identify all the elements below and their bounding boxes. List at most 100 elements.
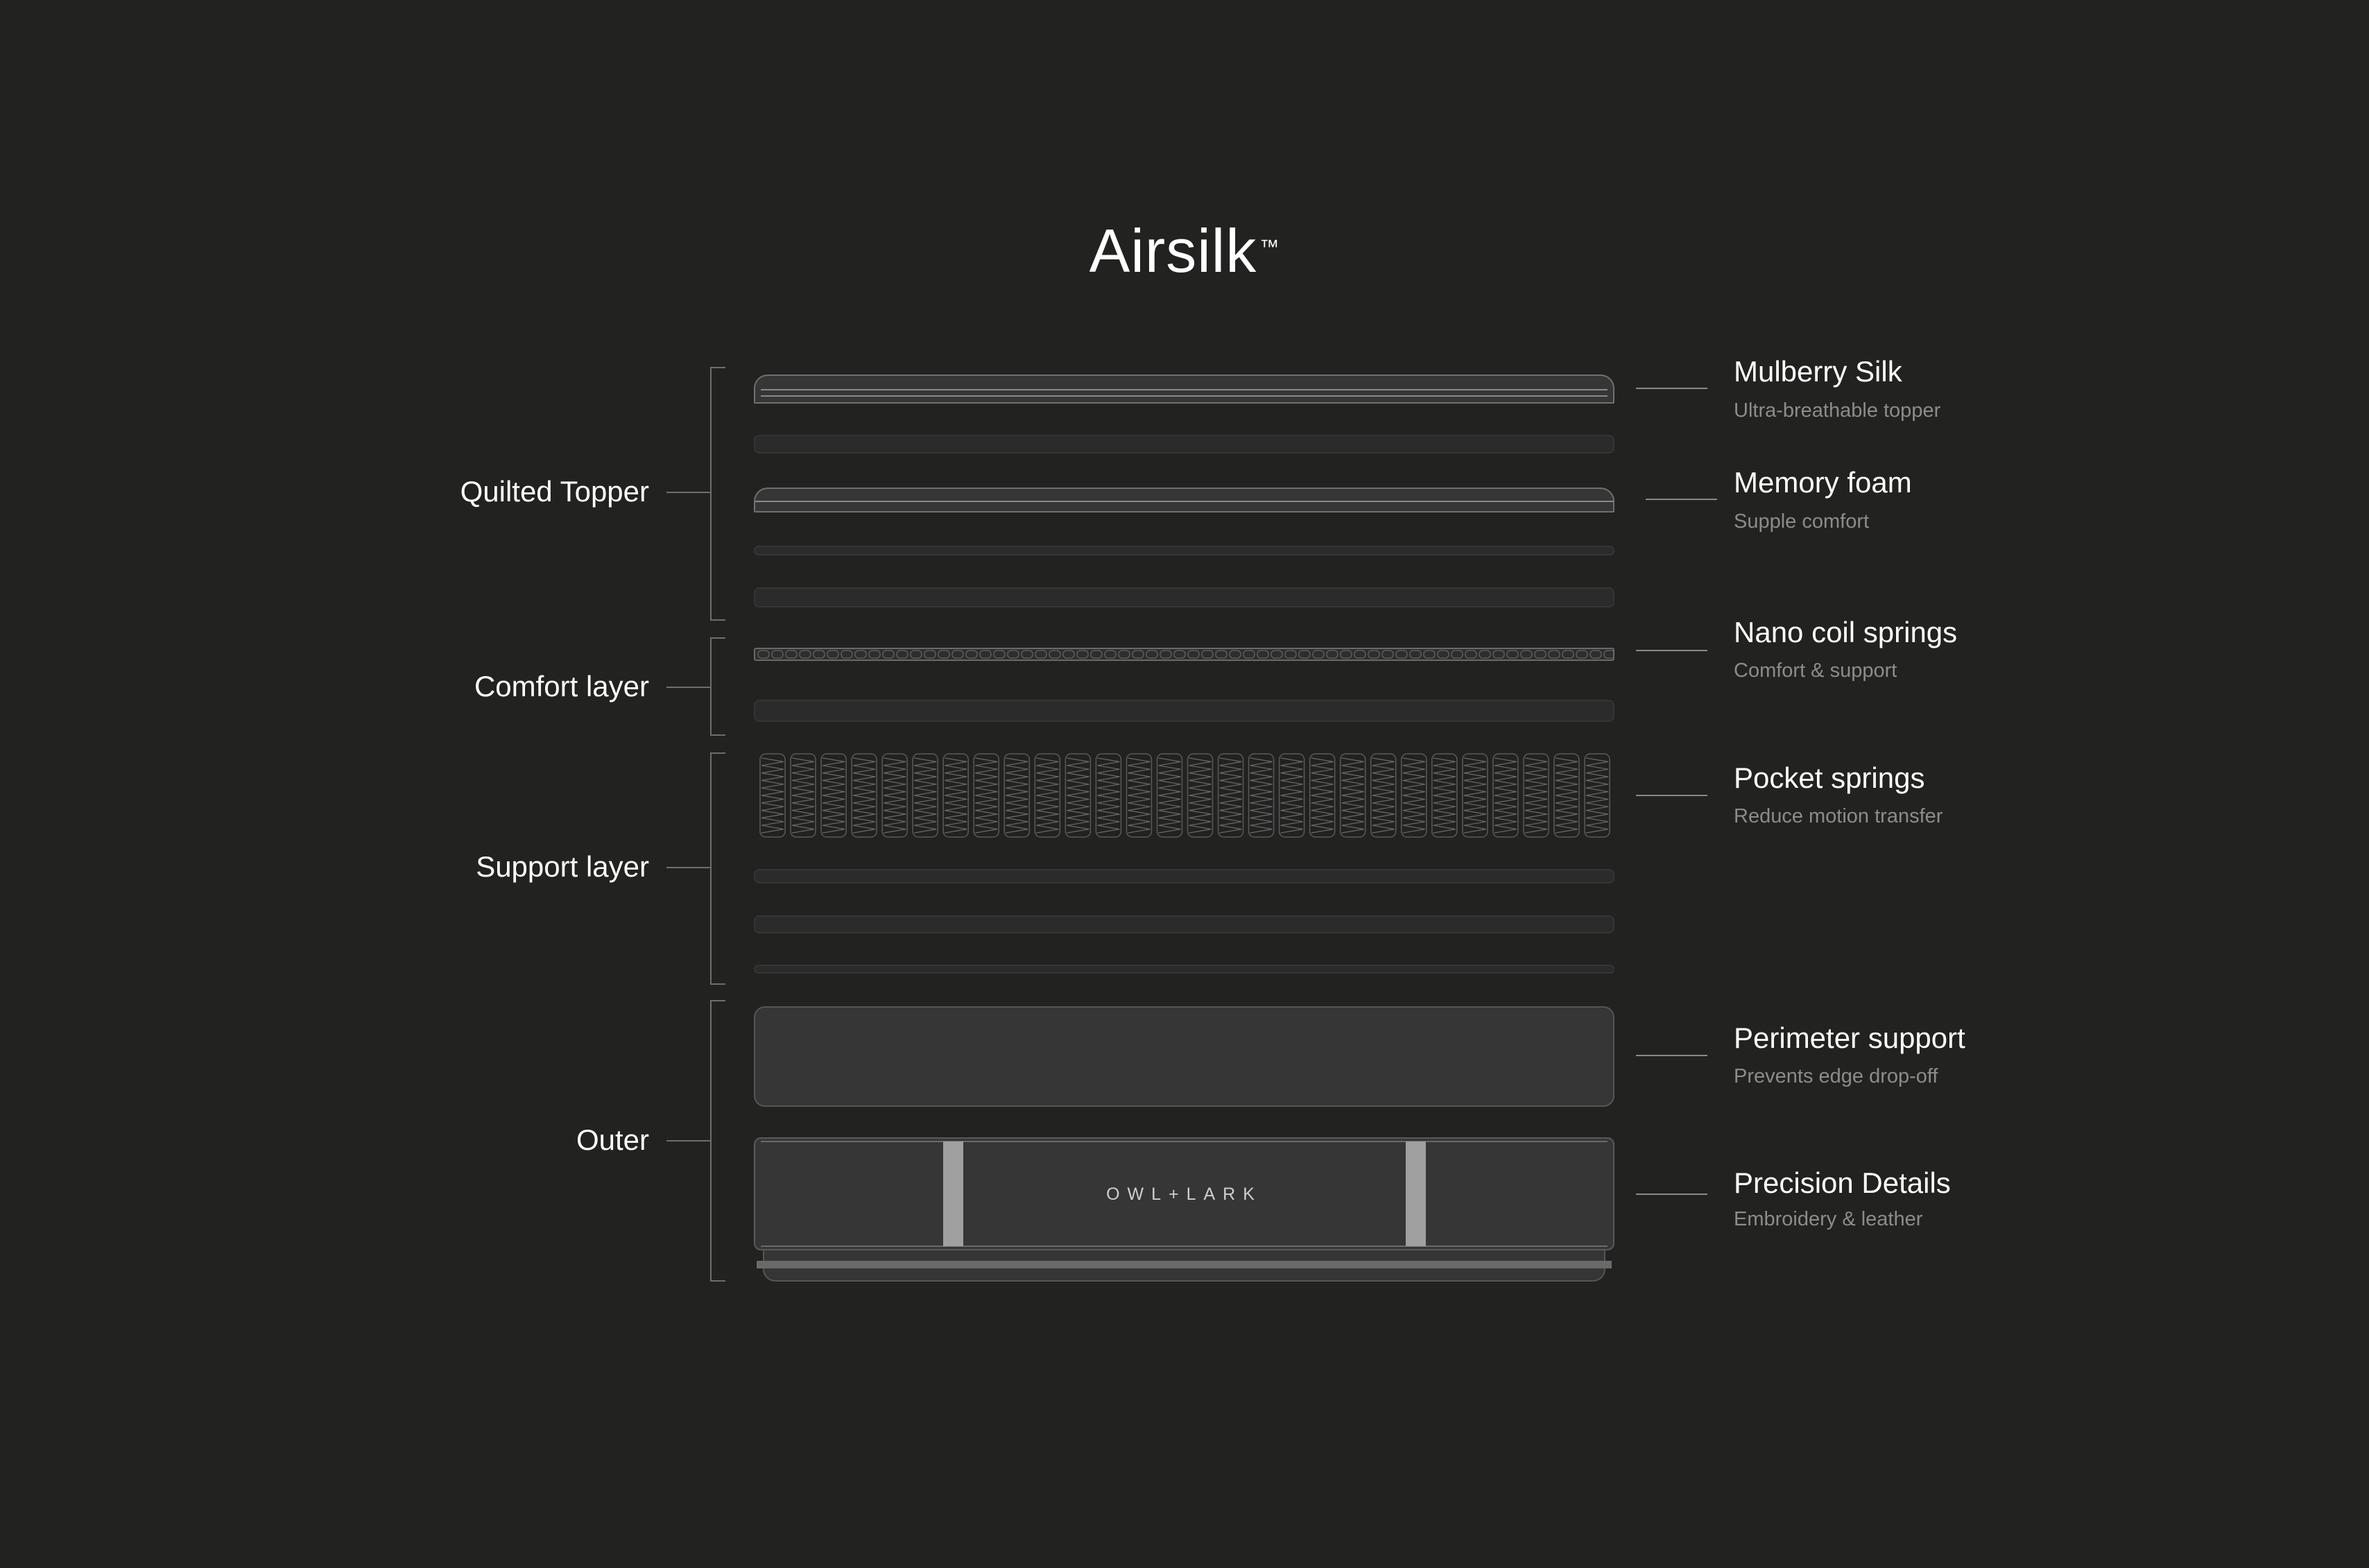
bracket-support-layer bbox=[710, 752, 725, 985]
pocket-spring bbox=[851, 753, 877, 838]
nano-coil bbox=[1146, 650, 1158, 659]
pocket-spring bbox=[790, 753, 816, 838]
nano-coil bbox=[1160, 650, 1172, 659]
group-label-comfort-layer: Comfort layer bbox=[474, 670, 649, 703]
nano-coil bbox=[1381, 650, 1394, 659]
feature-title-precision-details: Precision Details bbox=[1734, 1166, 1951, 1199]
nano-coil bbox=[1187, 650, 1200, 659]
stitch-line bbox=[761, 1246, 1608, 1247]
nano-coil bbox=[841, 650, 853, 659]
nano-coil bbox=[924, 650, 936, 659]
bracket-quilted-topper bbox=[710, 367, 725, 621]
nano-coil bbox=[1354, 650, 1366, 659]
nano-coil bbox=[1215, 650, 1227, 659]
feature-subtitle: Ultra-breathable topper bbox=[1734, 399, 1941, 422]
nano-coil bbox=[1534, 650, 1547, 659]
bracket-tick bbox=[666, 687, 710, 688]
pocket-spring bbox=[973, 753, 1000, 838]
nano-coil bbox=[1368, 650, 1380, 659]
nano-coil bbox=[1229, 650, 1241, 659]
nano-coil bbox=[1243, 650, 1255, 659]
nano-coil bbox=[1035, 650, 1047, 659]
nano-coil bbox=[979, 650, 992, 659]
nano-coil bbox=[1590, 650, 1602, 659]
nano-coil bbox=[868, 650, 881, 659]
nano-coil-pattern bbox=[757, 650, 1613, 659]
pocket-spring bbox=[820, 753, 847, 838]
pocket-spring bbox=[1003, 753, 1031, 838]
feature-title-mulberry-silk: Mulberry Silk bbox=[1734, 355, 1902, 388]
nano-coil bbox=[1437, 650, 1449, 659]
nano-coil bbox=[1423, 650, 1436, 659]
layer-nano-coil-springs bbox=[754, 648, 1614, 661]
callout-line bbox=[1636, 795, 1707, 796]
nano-coil bbox=[1506, 650, 1519, 659]
nano-coil bbox=[938, 650, 950, 659]
pocket-spring bbox=[1187, 753, 1214, 838]
nano-coil bbox=[1007, 650, 1019, 659]
nano-coil bbox=[1562, 650, 1574, 659]
nano-coil bbox=[1132, 650, 1144, 659]
pocket-spring bbox=[1492, 753, 1519, 838]
layer-thin-foam bbox=[754, 546, 1614, 555]
callout-line bbox=[1636, 1055, 1707, 1056]
base-trim bbox=[757, 1261, 1612, 1268]
pocket-spring bbox=[912, 753, 938, 838]
nano-coil bbox=[827, 650, 839, 659]
nano-coil bbox=[813, 650, 825, 659]
nano-coil bbox=[965, 650, 978, 659]
nano-coil bbox=[1395, 650, 1408, 659]
nano-coil bbox=[1548, 650, 1560, 659]
nano-coil bbox=[1270, 650, 1283, 659]
pocket-spring bbox=[1034, 753, 1061, 838]
nano-coil bbox=[1409, 650, 1422, 659]
feature-subtitle: Reduce motion transfer bbox=[1734, 805, 1943, 827]
brand-embroidery: OWL+LARK bbox=[1106, 1184, 1262, 1204]
nano-coil bbox=[1284, 650, 1297, 659]
pocket-spring bbox=[881, 753, 908, 838]
leather-band bbox=[1406, 1141, 1426, 1246]
layer-mulberry-silk bbox=[754, 374, 1614, 404]
pocket-spring bbox=[1126, 753, 1153, 838]
nano-coil bbox=[1257, 650, 1269, 659]
pocket-spring bbox=[1217, 753, 1244, 838]
nano-coil bbox=[1298, 650, 1311, 659]
quilt-line bbox=[761, 389, 1608, 390]
nano-coil bbox=[771, 650, 784, 659]
pocket-spring bbox=[1339, 753, 1366, 838]
pocket-spring bbox=[1584, 753, 1610, 838]
bracket-comfort-layer bbox=[710, 637, 725, 736]
nano-coil bbox=[1340, 650, 1352, 659]
layer-divider bbox=[755, 501, 1613, 502]
nano-coil bbox=[1520, 650, 1533, 659]
product-name: Airsilk bbox=[1089, 216, 1257, 285]
nano-coil bbox=[757, 650, 770, 659]
bracket-outer bbox=[710, 1000, 725, 1282]
nano-coil bbox=[854, 650, 867, 659]
nano-coil bbox=[1118, 650, 1130, 659]
nano-coil bbox=[993, 650, 1006, 659]
feature-subtitle: Prevents edge drop-off bbox=[1734, 1065, 1938, 1087]
pocket-spring bbox=[1401, 753, 1427, 838]
feature-subtitle: Supple comfort bbox=[1734, 510, 1870, 533]
feature-title-pocket-springs: Pocket springs bbox=[1734, 761, 1925, 794]
nano-coil bbox=[1076, 650, 1089, 659]
nano-coil bbox=[1492, 650, 1505, 659]
nano-coil bbox=[1173, 650, 1186, 659]
nano-coil bbox=[1049, 650, 1061, 659]
nano-coil bbox=[1021, 650, 1033, 659]
layer-support-foam-2 bbox=[754, 915, 1614, 933]
nano-coil bbox=[1201, 650, 1214, 659]
bracket-tick bbox=[666, 867, 710, 868]
nano-coil bbox=[910, 650, 922, 659]
nano-coil bbox=[1603, 650, 1613, 659]
nano-coil bbox=[896, 650, 908, 659]
pocket-spring bbox=[1278, 753, 1305, 838]
feature-title-memory-foam: Memory foam bbox=[1734, 466, 1912, 499]
feature-subtitle: Comfort & support bbox=[1734, 660, 1897, 682]
nano-coil bbox=[1451, 650, 1463, 659]
pocket-spring bbox=[1462, 753, 1488, 838]
layer-precision-details: OWL+LARK bbox=[754, 1137, 1614, 1250]
pocket-spring bbox=[1370, 753, 1397, 838]
